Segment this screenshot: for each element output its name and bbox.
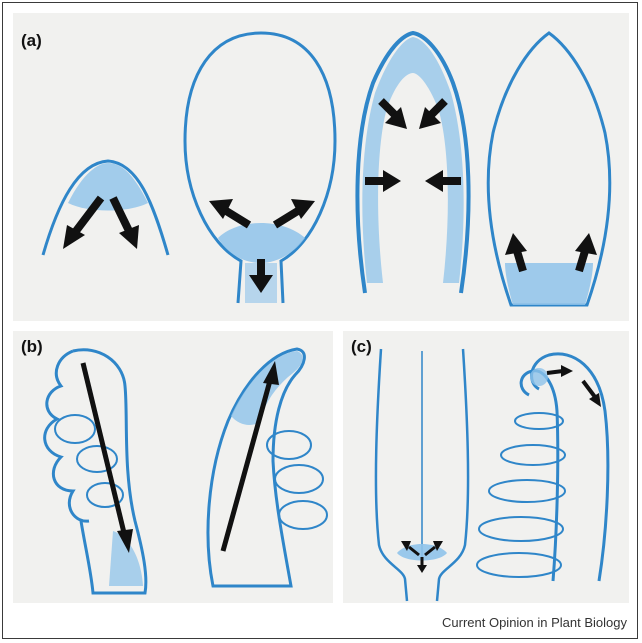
figure-credit: Current Opinion in Plant Biology [442,615,627,630]
arrow-c2-upper [547,365,573,377]
panel-a: (a) [13,13,629,321]
arrow-a2-left [209,199,249,225]
organ-shape-4 [488,33,610,305]
organ-shape-1 [43,161,168,255]
panel-a-drawing [13,13,629,321]
panel-b-label: (b) [21,337,43,357]
panel-c-drawing [343,331,629,603]
panel-b-drawing [13,331,333,603]
compound-leaf-1 [45,350,146,593]
arrow-a2-right [275,199,315,225]
panel-c-label: (c) [351,337,372,357]
panel-a-label: (a) [21,31,42,51]
panel-b: (b) [13,331,333,603]
organ-shape-3 [357,33,468,293]
panel-c: (c) [343,331,629,603]
